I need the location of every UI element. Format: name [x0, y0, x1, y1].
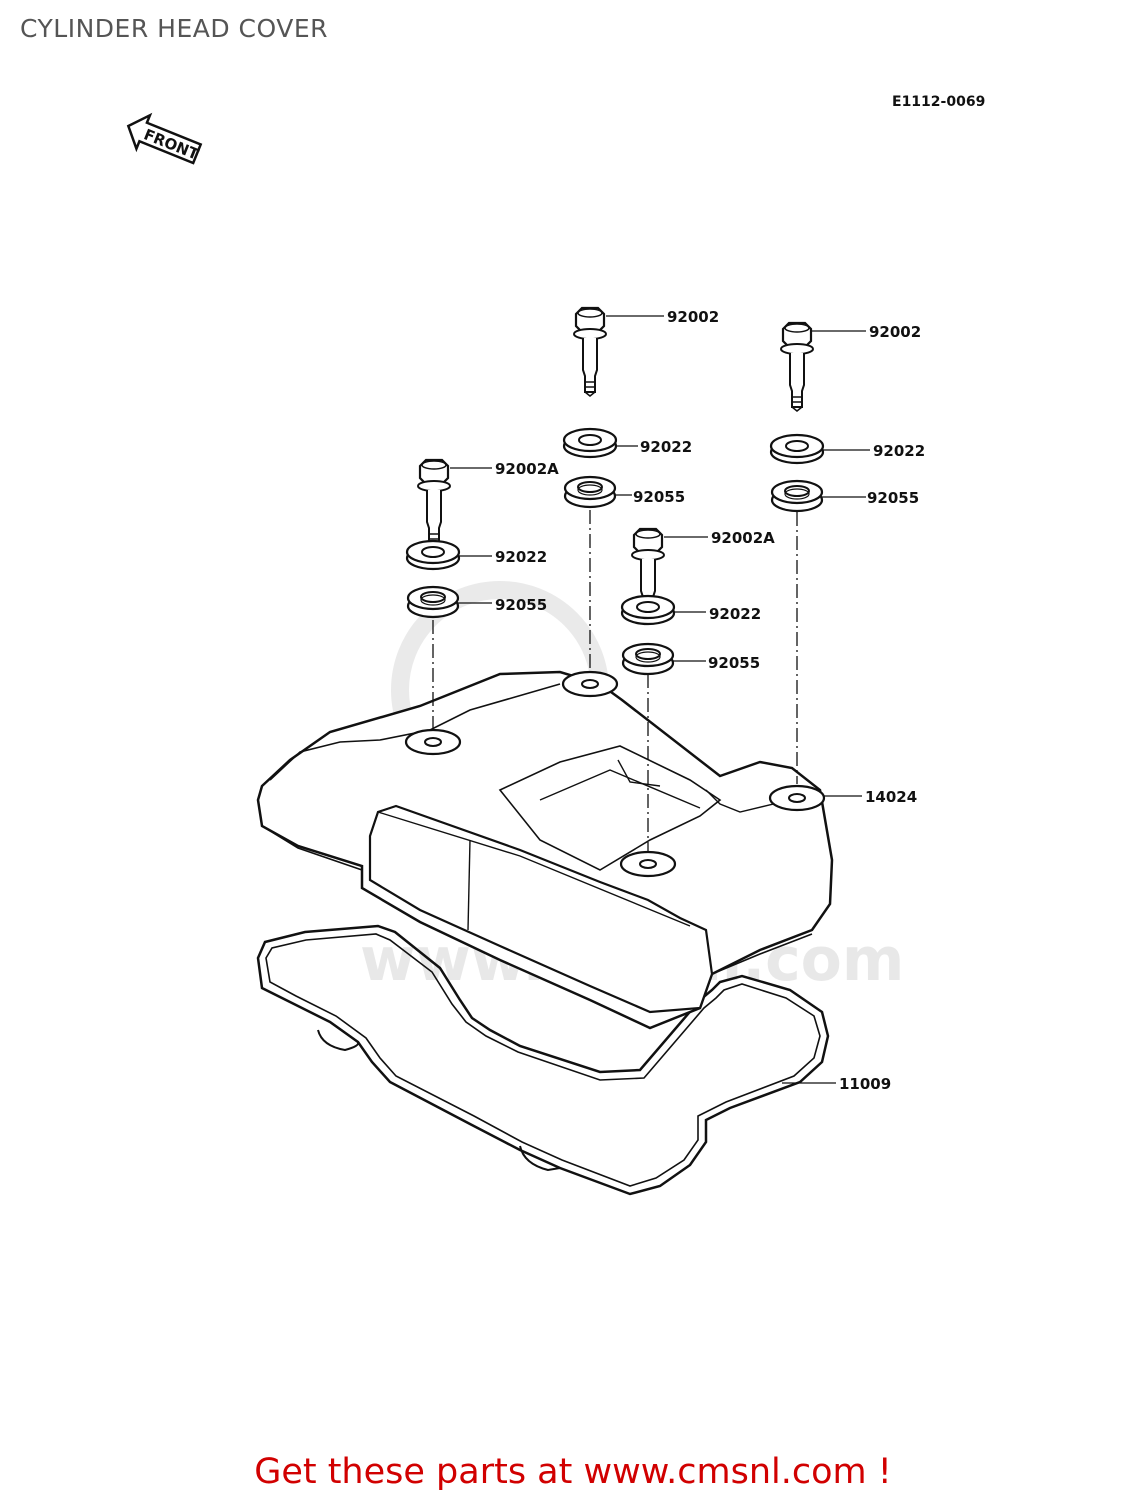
- label-bolt-mid: 92002A: [711, 529, 775, 547]
- page-title: CYLINDER HEAD COVER: [20, 14, 329, 43]
- bolt-center-part: [572, 306, 608, 398]
- label-grommet-left: 92055: [495, 596, 547, 614]
- cover-seat-mid: [619, 850, 677, 878]
- grommet-right-part: [770, 479, 824, 513]
- bolt-left-part: [416, 458, 452, 550]
- leader-lines: [432, 315, 870, 1084]
- cover-seat-right: [768, 784, 826, 812]
- cover-seat-center: [561, 670, 619, 698]
- front-arrow-icon: FRONT: [126, 112, 203, 165]
- promo-banner[interactable]: Get these parts at www.cmsnl.com !: [254, 1452, 892, 1492]
- label-bolt-center: 92002: [667, 308, 719, 326]
- label-cover: 14024: [865, 788, 917, 806]
- grommet-center-part: [563, 475, 617, 509]
- grommet-left-part: [406, 585, 460, 619]
- label-grommet-right: 92055: [867, 489, 919, 507]
- front-arrow-label: FRONT: [141, 125, 202, 163]
- label-gasket: 11009: [839, 1075, 891, 1093]
- label-washer-mid: 92022: [709, 605, 761, 623]
- washer-center-part: [562, 427, 618, 459]
- bolt-right-part: [779, 321, 815, 413]
- label-grommet-center: 92055: [633, 488, 685, 506]
- grommet-mid-part: [621, 642, 675, 676]
- cover-seat-left: [404, 728, 462, 756]
- washer-right-part: [769, 433, 825, 465]
- label-bolt-left: 92002A: [495, 460, 559, 478]
- gasket-part: [256, 924, 830, 1196]
- diagram-id: E1112-0069: [892, 94, 986, 110]
- label-grommet-mid: 92055: [708, 654, 760, 672]
- label-washer-left: 92022: [495, 548, 547, 566]
- washer-mid-part: [620, 594, 676, 626]
- washer-left-part: [405, 539, 461, 571]
- label-washer-center: 92022: [640, 438, 692, 456]
- label-washer-right: 92022: [873, 442, 925, 460]
- cylinder-head-cover-part: [256, 670, 834, 1030]
- label-bolt-right: 92002: [869, 323, 921, 341]
